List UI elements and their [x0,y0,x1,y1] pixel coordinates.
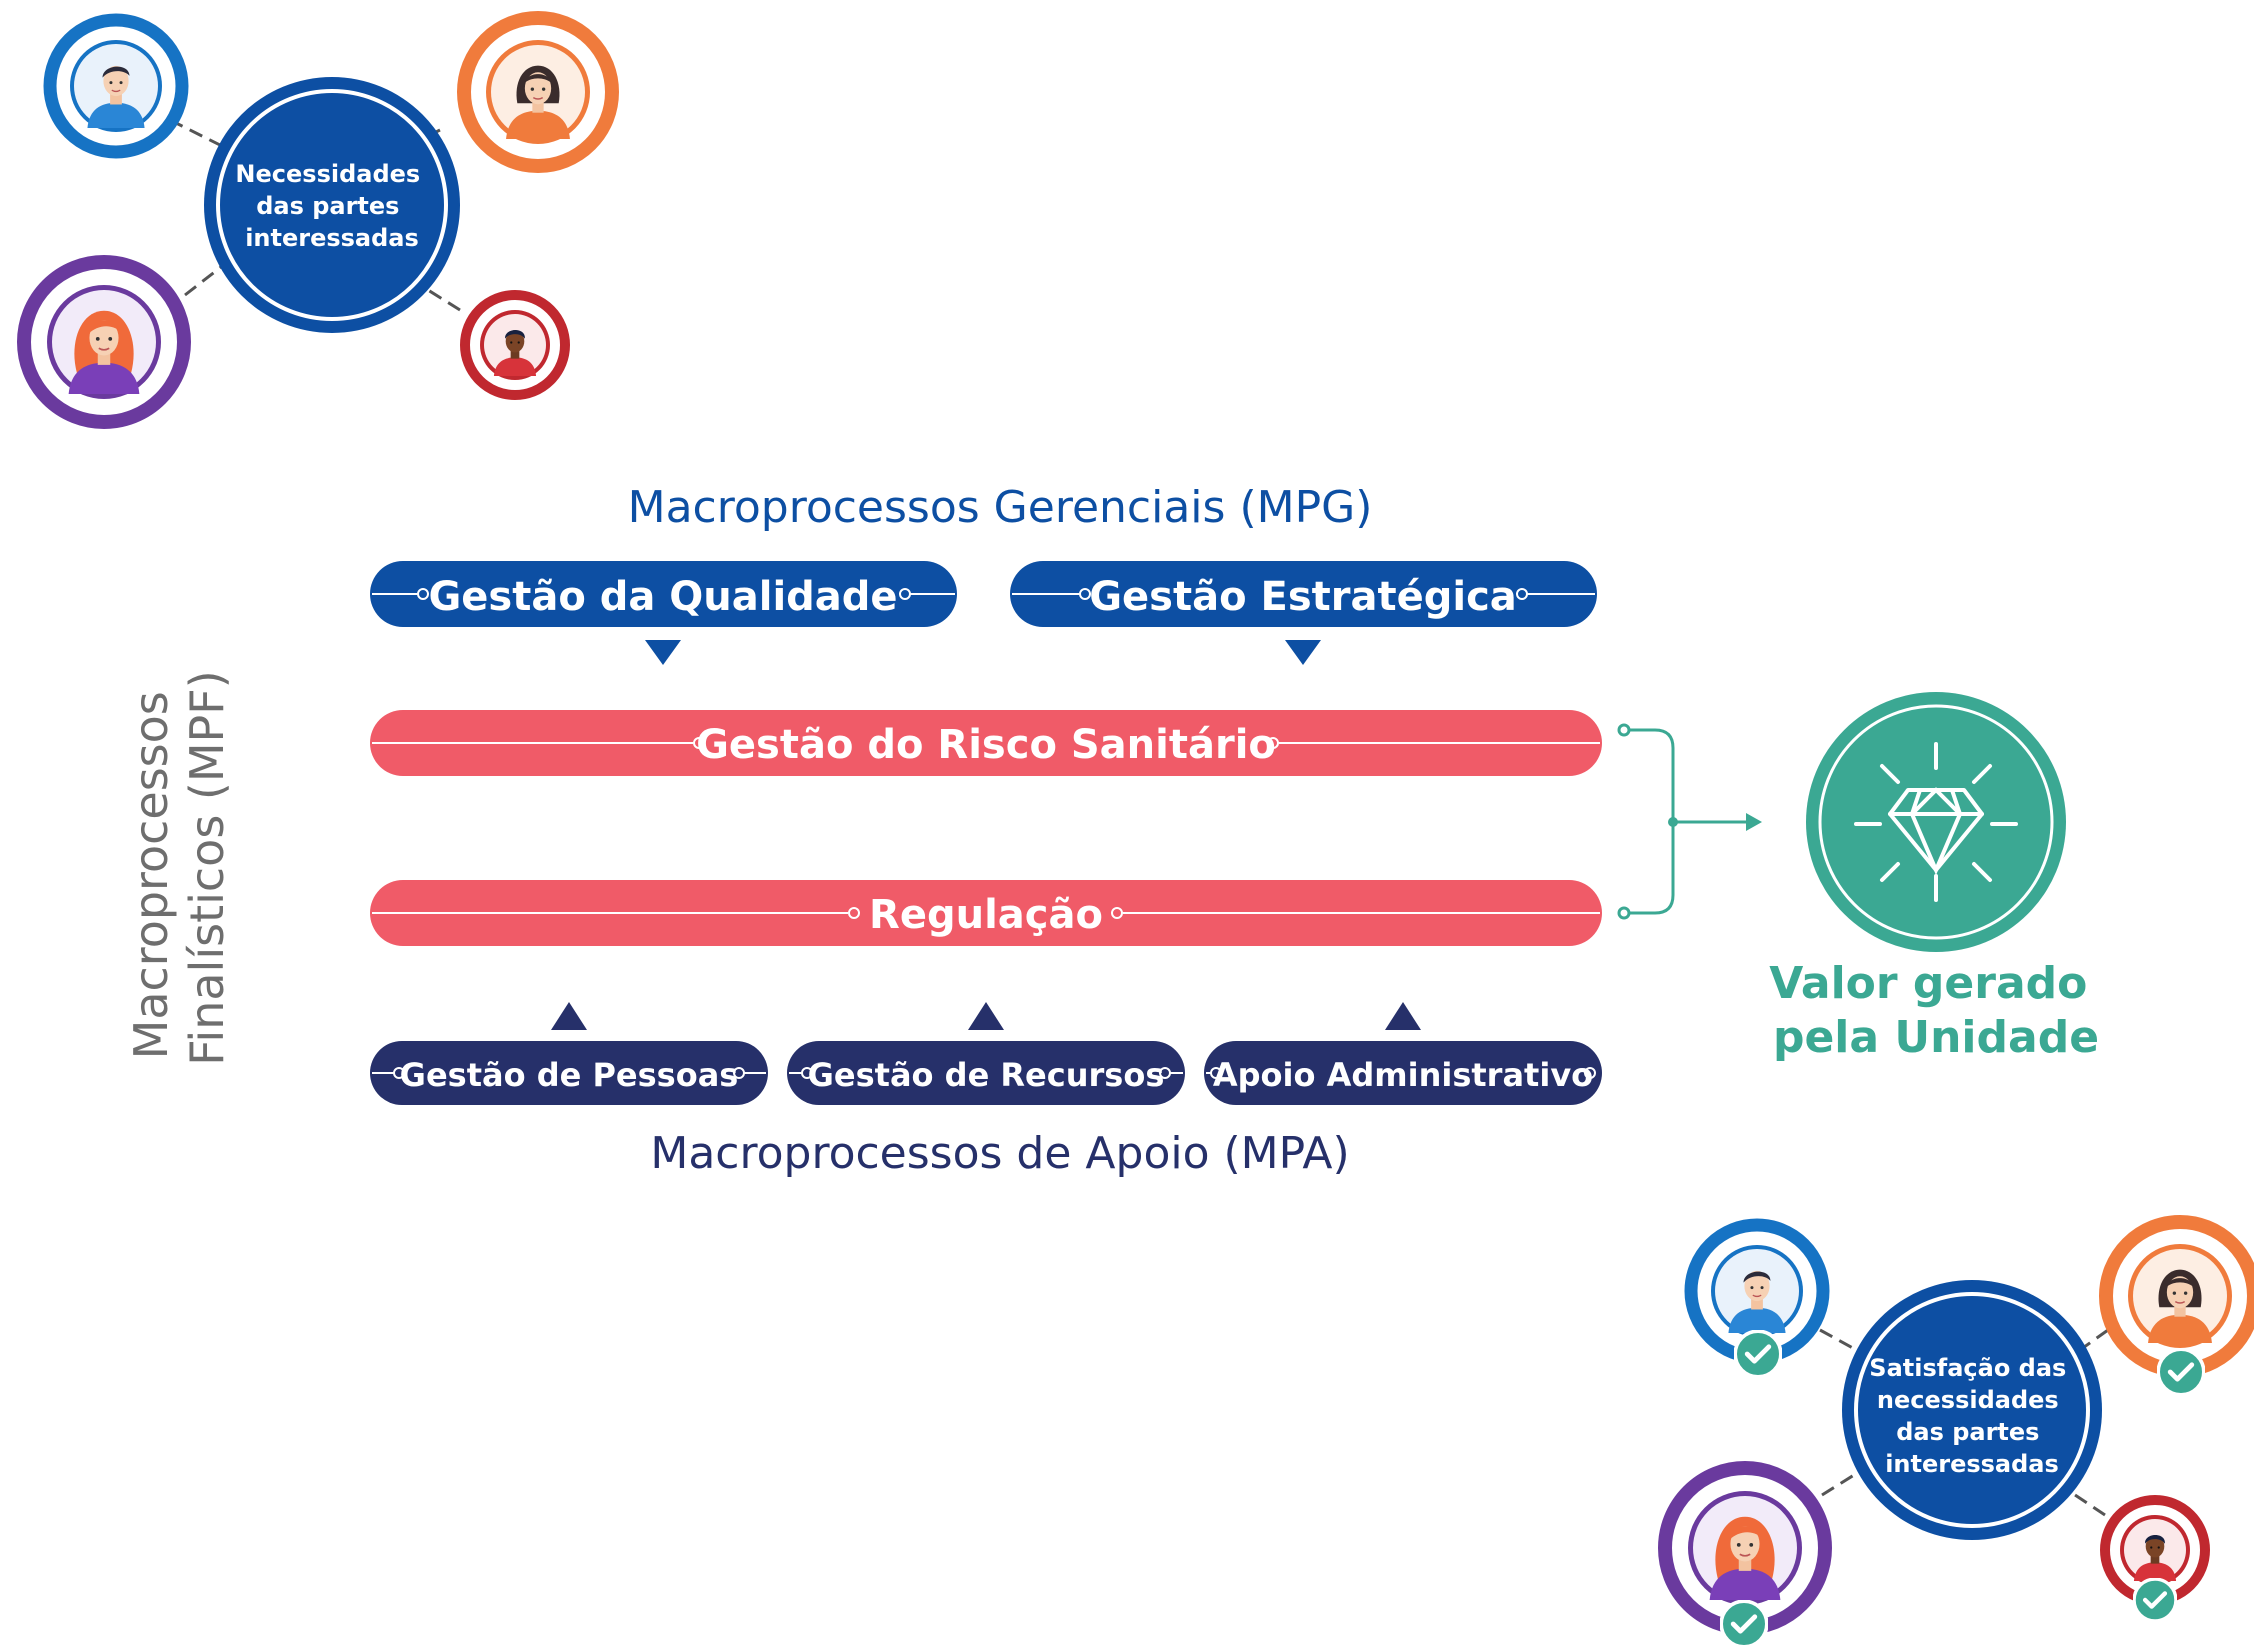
hub-line-4: interessadas [1885,1450,2059,1478]
mpg-pill-quality: Gestão da Qualidade [370,561,957,627]
mpa-pill-resources: Gestão de Recursos [787,1041,1185,1105]
mpf-item-risk: Gestão do Risco Sanitário [696,722,1276,768]
diamond-value-icon [1806,692,2066,952]
person-avatar-purple [1658,1461,1832,1647]
mpa-title: Macroprocessos de Apoio (MPA) [650,1128,1349,1179]
mpa-item-resources: Gestão de Recursos [808,1056,1165,1094]
mpa-item-people: Gestão de Pessoas [400,1056,739,1094]
hub-line-2: das partes [256,192,399,220]
arrow-right-icon [1746,813,1762,831]
mpf-item-regulation: Regulação [869,892,1103,938]
person-avatar-red [2100,1495,2210,1621]
hub-line-3: das partes [1896,1418,2039,1446]
mpa-pill-people: Gestão de Pessoas [370,1041,768,1105]
arrow-up-admin [1385,1002,1421,1030]
person-avatar-orange [2099,1215,2254,1395]
hub-line-2: necessidades [1877,1386,2059,1414]
hub-line-1: Necessidades [235,160,420,188]
person-avatar-purple [17,255,191,429]
mpf-title-line-2: Finalísticos (MPF) [180,670,234,1065]
person-avatar-blue [43,13,189,159]
mpf-title-line-1: Macroprocessos [124,691,178,1059]
person-avatar-red [460,290,570,400]
value-label: Valor gerado pela Unidade [1769,958,2102,1063]
mpg-item-quality: Gestão da Qualidade [428,574,897,620]
mpg-item-strategy: Gestão Estratégica [1089,574,1517,620]
hub-line-3: interessadas [245,224,419,252]
svg-text:Satisfação das necessi: Satisfação das necessidades das partes i… [1869,1354,2074,1478]
mpg-pill-strategy: Gestão Estratégica [1010,561,1597,627]
person-avatar-orange [457,11,619,173]
needs-hub: Necessidades das partes interessadas [204,77,460,333]
connector-junction [1668,817,1678,827]
mpf-bar-risk: Gestão do Risco Sanitário [370,710,1602,776]
mpa-pill-admin: Apoio Administrativo [1204,1041,1602,1105]
top-stakeholder-cluster: Necessidades das partes interessadas [17,11,619,429]
bottom-stakeholder-cluster: Satisfação das necessidades das partes i… [1658,1215,2254,1647]
hub-line-1: Satisfação das [1869,1354,2066,1382]
mpf-bar-regulation: Regulação [370,880,1602,946]
arrow-down-strategy [1285,640,1321,665]
arrow-up-resources [968,1002,1004,1030]
person-avatar-blue [1684,1218,1830,1377]
mpg-title: Macroprocessos Gerenciais (MPG) [628,482,1373,533]
mpf-title: Macroprocessos Finalísticos (MPF) [124,670,234,1065]
check-icon [2134,1579,2176,1621]
arrow-up-people [551,1002,587,1030]
check-icon [1721,1601,1767,1647]
svg-text:Necessidades das parte: Necessidades das partes interessadas [235,160,428,252]
mpa-item-admin: Apoio Administrativo [1213,1056,1593,1094]
value-connector [1617,723,1750,920]
value-line-2: pela Unidade [1773,1012,2099,1063]
check-icon [1735,1331,1781,1377]
check-icon [2158,1349,2204,1395]
value-line-1: Valor gerado [1769,958,2087,1009]
satisfaction-hub: Satisfação das necessidades das partes i… [1842,1280,2102,1540]
arrow-down-quality [645,640,681,665]
